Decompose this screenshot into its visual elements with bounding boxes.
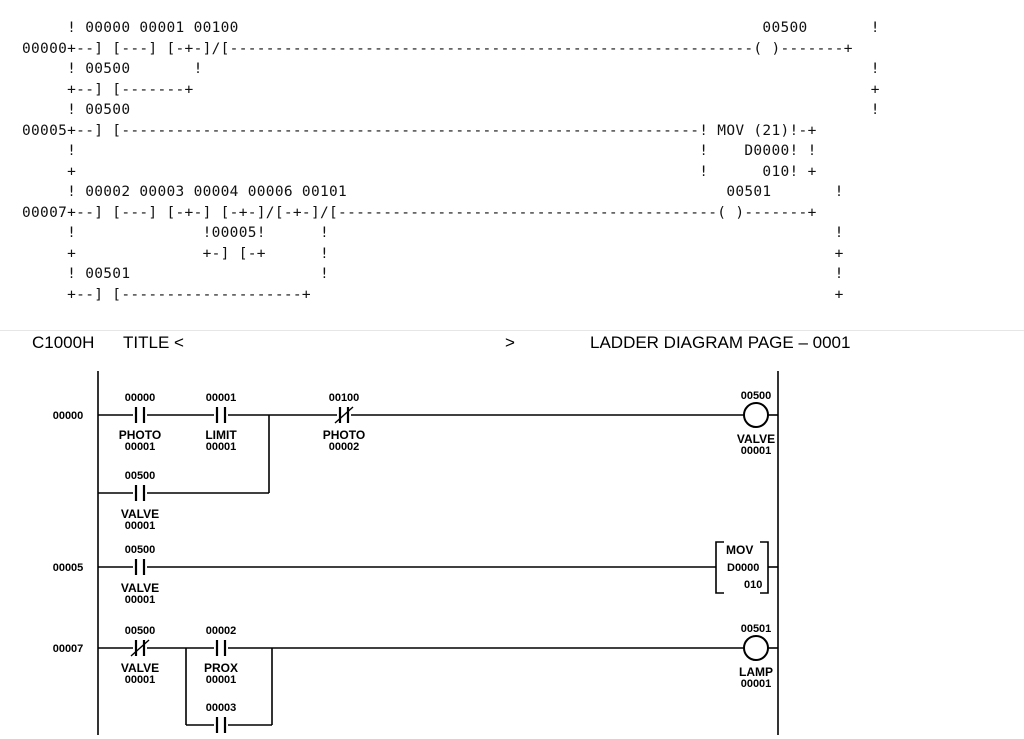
section-divider (0, 330, 1024, 331)
ascii-ladder-listing: ! 00000 00001 00100 00500 ! 00000+--] [-… (0, 0, 1024, 330)
contact-comment: VALVE (121, 507, 159, 521)
title-label: TITLE < (123, 333, 184, 352)
contact-address: 00000 (125, 392, 156, 404)
contact-00001-no (215, 407, 227, 423)
contact-comment-num: 00002 (329, 441, 360, 453)
contact-comment-num: 00001 (125, 674, 156, 686)
contact-00500-rung7-nc (130, 639, 150, 657)
contact-00000-no (134, 407, 146, 423)
rung-address-00000: 00000 (53, 410, 84, 422)
rung-address-00007: 00007 (53, 643, 84, 655)
contact-address: 00003 (206, 702, 237, 714)
ladder-diagram-svg: 00000 00005 00007 00000 PHOTO 00001 0000… (53, 371, 779, 735)
coil-comment-num: 00001 (741, 678, 772, 690)
mov-operand1: D0000 (727, 562, 759, 574)
contact-address: 00500 (125, 544, 156, 556)
contact-address: 00500 (125, 470, 156, 482)
coil-comment: VALVE (737, 432, 775, 446)
contact-comment: PHOTO (119, 428, 161, 442)
coil-address: 00501 (741, 623, 772, 635)
contact-address: 00500 (125, 625, 156, 637)
coil-comment-num: 00001 (741, 445, 772, 457)
contact-comment-num: 00001 (125, 594, 156, 606)
contact-00002-no (215, 640, 227, 656)
coil-comment: LAMP (739, 665, 773, 679)
contact-comment: LIMIT (205, 428, 237, 442)
page-label: LADDER DIAGRAM PAGE – 0001 (590, 333, 851, 352)
contact-comment-num: 00001 (206, 441, 237, 453)
contact-comment: VALVE (121, 581, 159, 595)
mov-mnemonic: MOV (726, 543, 753, 557)
coil-address: 00500 (741, 390, 772, 402)
title-close: > (505, 333, 515, 352)
contact-00100-nc (334, 406, 354, 424)
mov-instruction-box (715, 541, 769, 594)
contact-address: 00100 (329, 392, 360, 404)
ascii-listing-text: ! 00000 00001 00100 00500 ! 00000+--] [-… (22, 20, 880, 303)
contact-comment-num: 00001 (125, 520, 156, 532)
contact-comment: PHOTO (323, 428, 365, 442)
ladder-diagram: 00000 00005 00007 00000 PHOTO 00001 0000… (0, 355, 1024, 735)
contact-address: 00002 (206, 625, 237, 637)
coil-00500 (743, 402, 769, 428)
contact-00500-branch-no (134, 485, 146, 501)
contact-address: 00001 (206, 392, 237, 404)
plc-model: C1000H (32, 333, 95, 352)
contact-00500-rung5-no (134, 559, 146, 575)
contact-comment-num: 00001 (125, 441, 156, 453)
coil-00501 (743, 635, 769, 661)
rung-address-00005: 00005 (53, 562, 84, 574)
ladder-page-header: C1000H TITLE < > LADDER DIAGRAM PAGE – 0… (0, 333, 1024, 355)
contact-comment: PROX (204, 661, 238, 675)
mov-operand2: 010 (744, 579, 762, 591)
contact-comment-num: 00001 (206, 674, 237, 686)
contact-comment: VALVE (121, 661, 159, 675)
contact-00003-no (215, 717, 227, 733)
